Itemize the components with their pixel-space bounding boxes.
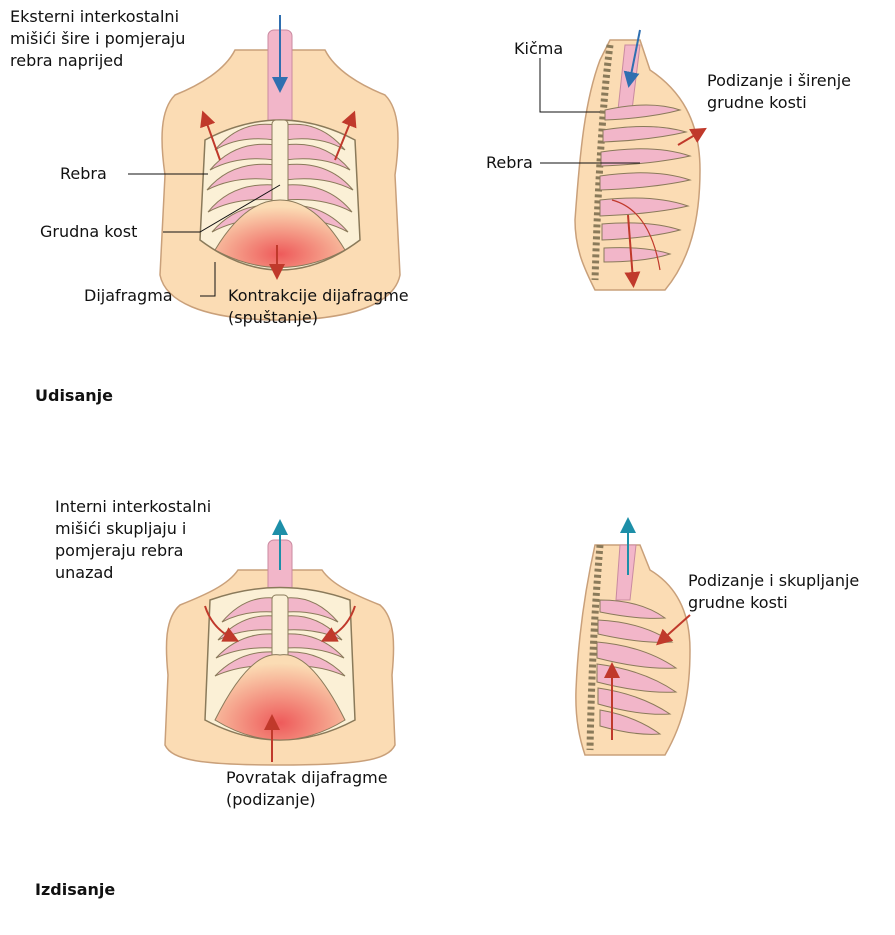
label-external-intercostal: Eksterni interkostalni mišići šire i pom… — [10, 6, 185, 72]
caption-inhalation: Udisanje — [35, 386, 113, 405]
label-diaphragm-contraction: Kontrakcije dijafragme (spuštanje) — [228, 285, 409, 329]
label-ribs-front: Rebra — [60, 163, 107, 185]
label-spine: Kičma — [514, 38, 563, 60]
label-diaphragm-return: Povratak dijafragme (podizanje) — [226, 767, 388, 811]
label-diaphragm: Dijafragma — [84, 285, 173, 307]
label-sternum-raise-contract: Podizanje i skupljanje grudne kosti — [688, 570, 859, 614]
label-sternum: Grudna kost — [40, 221, 137, 243]
label-ribs-side: Rebra — [486, 152, 533, 174]
label-sternum-raise-expand: Podizanje i širenje grudne kosti — [707, 70, 851, 114]
caption-exhalation: Izdisanje — [35, 880, 115, 899]
label-internal-intercostal: Interni interkostalni mišići skupljaju i… — [55, 496, 211, 584]
